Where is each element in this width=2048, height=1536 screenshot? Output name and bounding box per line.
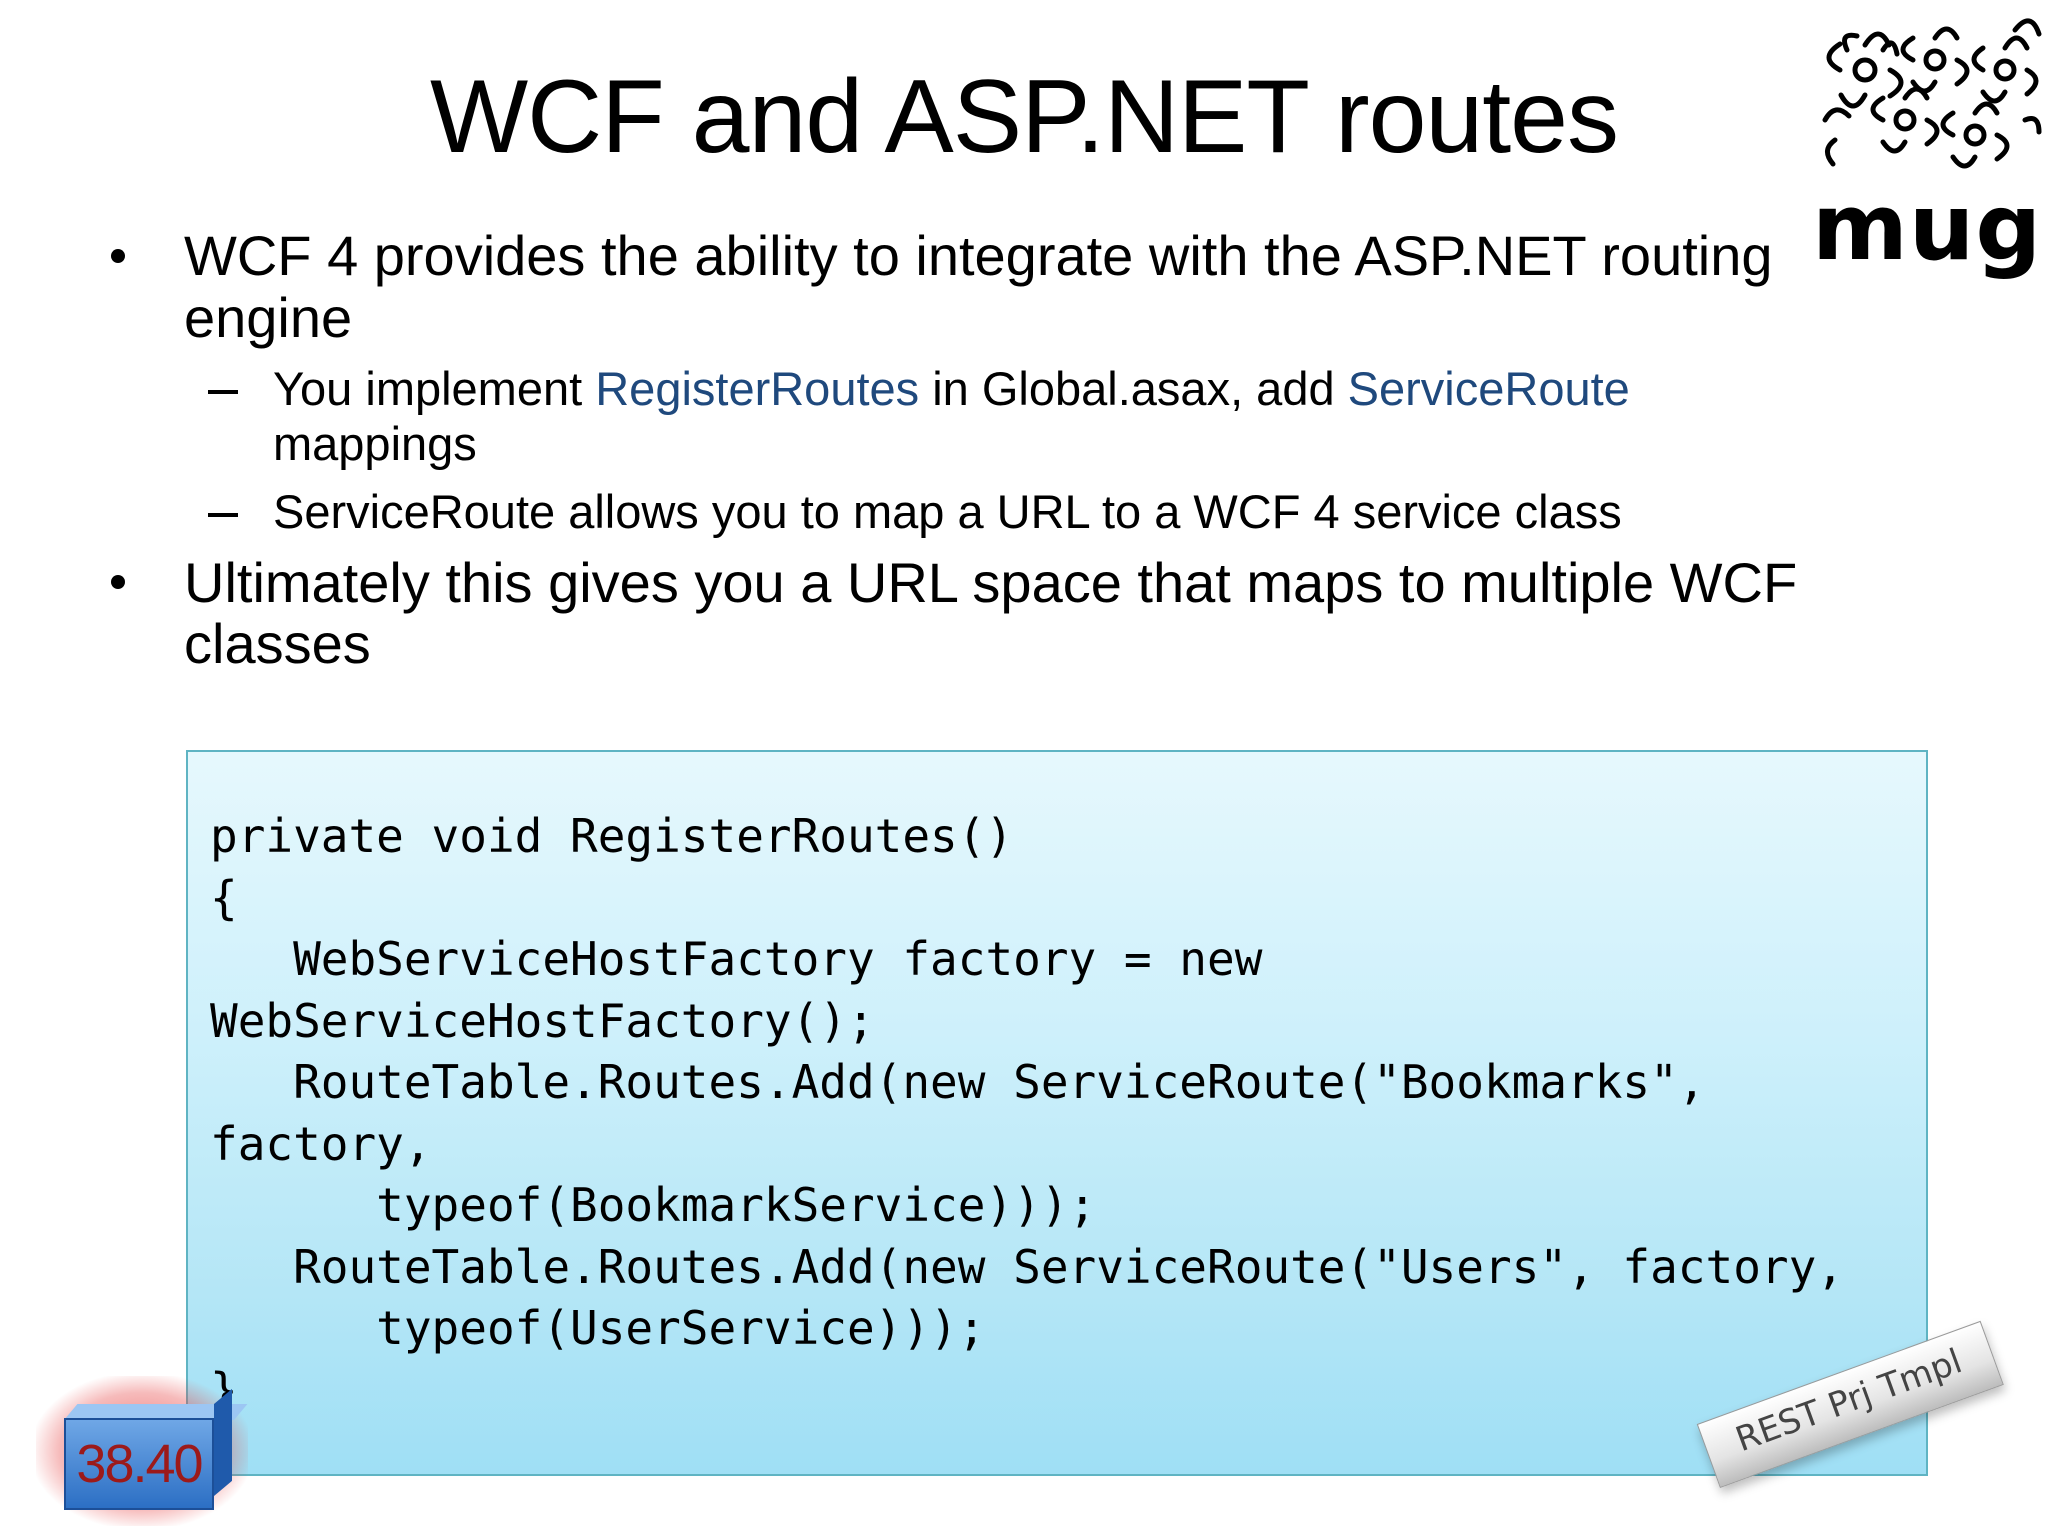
sub-bullet-1-line-2: mappings [273,417,477,470]
slide-title: WCF and ASP.NET routes [429,59,1619,175]
service-route-term: ServiceRoute [1347,362,1630,415]
bullet-1-line-1: WCF 4 provides the ability to integrate … [184,224,1773,287]
flower-cluster-icon [1822,18,2042,169]
bullet-2-line-2: classes [184,612,371,675]
code-block: private void RegisterRoutes() { WebServi… [186,750,1928,1476]
logo-text: mugh [1812,174,2048,281]
counter-value: 38.40 [76,1434,203,1494]
sub-bullet-1-text-a: You implement [273,362,596,415]
bullet-dot [111,575,125,589]
counter-box-side [214,1388,232,1496]
counter-box-front [64,1418,214,1510]
sub-bullet-2-line-1: ServiceRoute allows you to map a URL to … [273,485,1622,538]
code-text: private void RegisterRoutes() { WebServi… [210,809,1844,1417]
sub-bullet-dash [208,513,238,517]
register-routes-term: RegisterRoutes [595,362,920,415]
sub-bullet-1-text-c: in Global.asax, add [919,362,1348,415]
sub-bullet-dash [208,390,238,394]
sub-bullet-1-line-1: You implement RegisterRoutes in Global.a… [273,361,1630,416]
mugh-logo: mugh [1795,0,2048,280]
bullet-2-line-1: Ultimately this gives you a URL space th… [184,551,1798,614]
bullet-1-line-2: engine [184,286,353,349]
bullet-dot [111,249,125,263]
slide-counter-badge: 38.40 [20,1360,260,1536]
